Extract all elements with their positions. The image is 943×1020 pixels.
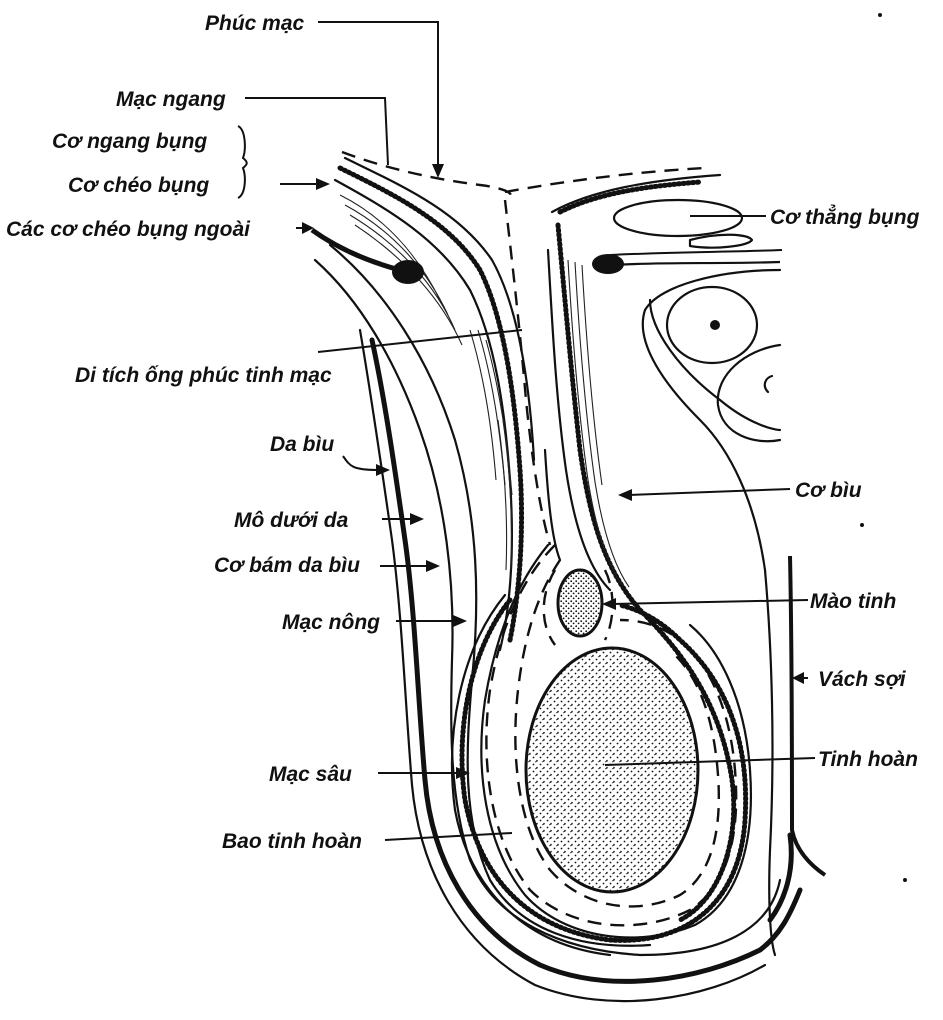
epididymis (558, 570, 602, 636)
leader-lines (238, 22, 815, 840)
muscle-line-left (312, 230, 400, 270)
label-di-tich-ong-phuc-tinh-mac: Di tích ống phúc tinh mạc (75, 364, 332, 387)
testis (526, 648, 698, 892)
contralateral-mark-b (765, 376, 772, 392)
arrowhead-phuc-mac (432, 164, 444, 178)
label-mo-duoi-da: Mô dưới da (234, 509, 349, 532)
muscle-section-right (592, 254, 624, 274)
label-co-ngang-bung: Cơ ngang bụng (52, 130, 207, 153)
leader-bao-tinh-hoan (385, 833, 512, 840)
leader-mao-tinh (612, 600, 808, 604)
anatomy-drawing (312, 152, 825, 1001)
speck-3 (903, 878, 907, 882)
label-vach-soi: Vách sợi (818, 668, 907, 691)
label-mao-tinh: Mào tinh (810, 590, 896, 613)
leader-mac-ngang (245, 98, 388, 165)
label-co-bam-da-biu: Cơ bám da bìu (214, 554, 360, 577)
septum-wavy (770, 835, 791, 920)
brace (238, 126, 247, 198)
contralateral-dot-a (710, 320, 720, 330)
arrowhead-mo-duoi-da (410, 513, 424, 525)
arrowhead-mao-tinh (602, 598, 616, 610)
speck-2 (860, 523, 864, 527)
arrowhead-mac-nong (453, 615, 467, 627)
label-mac-ngang: Mạc ngang (116, 88, 226, 111)
label-cac-co-cheo-bung-ngoai: Các cơ chéo bụng ngoài (6, 218, 251, 241)
contralateral-structure-b (718, 345, 780, 441)
arrowhead-co-cheo (316, 178, 330, 190)
contralateral-curve (650, 300, 780, 430)
label-phuc-mac: Phúc mạc (205, 12, 305, 35)
label-co-thang-bung: Cơ thẳng bụng (770, 206, 920, 229)
label-da-biu: Da bìu (270, 433, 334, 456)
arrowhead-co-bam (426, 560, 440, 572)
muscle-line-right (612, 262, 780, 265)
speck-1 (878, 13, 882, 17)
muscle-line-right-2 (610, 250, 782, 255)
label-tinh-hoan: Tinh hoàn (818, 748, 918, 771)
rectus-sheath (690, 235, 752, 248)
label-bao-tinh-hoan: Bao tinh hoàn (222, 830, 362, 853)
label-co-biu: Cơ bìu (795, 479, 862, 502)
label-mac-sau: Mạc sâu (269, 763, 352, 786)
label-mac-nong: Mạc nông (282, 611, 380, 634)
arrowhead-vach-soi (792, 672, 804, 684)
label-co-cheo-bung: Cơ chéo bụng (68, 174, 209, 197)
leader-da-biu (343, 456, 378, 470)
leader-phuc-mac (318, 22, 438, 170)
spermatic-cord-line (545, 450, 560, 560)
rectus-muscle-section (614, 200, 742, 236)
peritoneum-dashed (342, 152, 511, 200)
leader-co-biu (628, 489, 790, 495)
muscle-section-left (392, 260, 424, 284)
arrowhead-co-biu (618, 489, 632, 501)
